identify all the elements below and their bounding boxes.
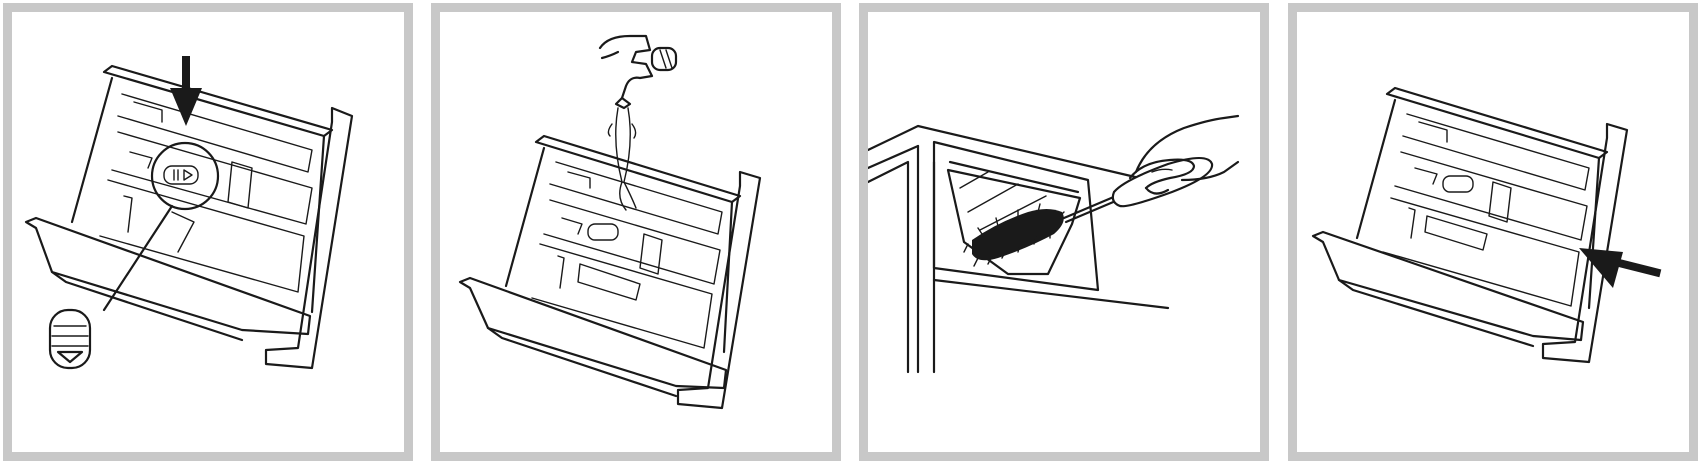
step-1-panel [3, 3, 413, 461]
step-4-panel [1288, 3, 1698, 461]
arrow-down-icon [170, 56, 202, 126]
detergent-drawer [1311, 86, 1609, 348]
step-2-panel [431, 3, 841, 461]
water-tap-icon [598, 34, 678, 110]
drawer-front-panel [1541, 122, 1629, 364]
drawer-front-panel [264, 106, 354, 370]
detergent-drawer [24, 64, 334, 342]
cleaning-brush-icon [963, 156, 1214, 267]
press-button-symbol [48, 308, 92, 370]
drawer-release-illustration [24, 56, 354, 370]
drawer-rinse-illustration [458, 34, 762, 410]
callout-line [102, 204, 174, 312]
detergent-drawer [458, 134, 742, 398]
hand-illustration [1128, 114, 1240, 195]
magnifier-circle [150, 141, 220, 211]
release-lever-closeup [163, 165, 199, 185]
recess-cleaning-illustration [868, 114, 1240, 374]
drawer-front-panel [676, 170, 762, 410]
drawer-insert-illustration [1311, 86, 1662, 364]
arrow-left-icon [1579, 248, 1662, 288]
step-3-panel [859, 3, 1269, 461]
drawer-recess [932, 140, 1100, 292]
